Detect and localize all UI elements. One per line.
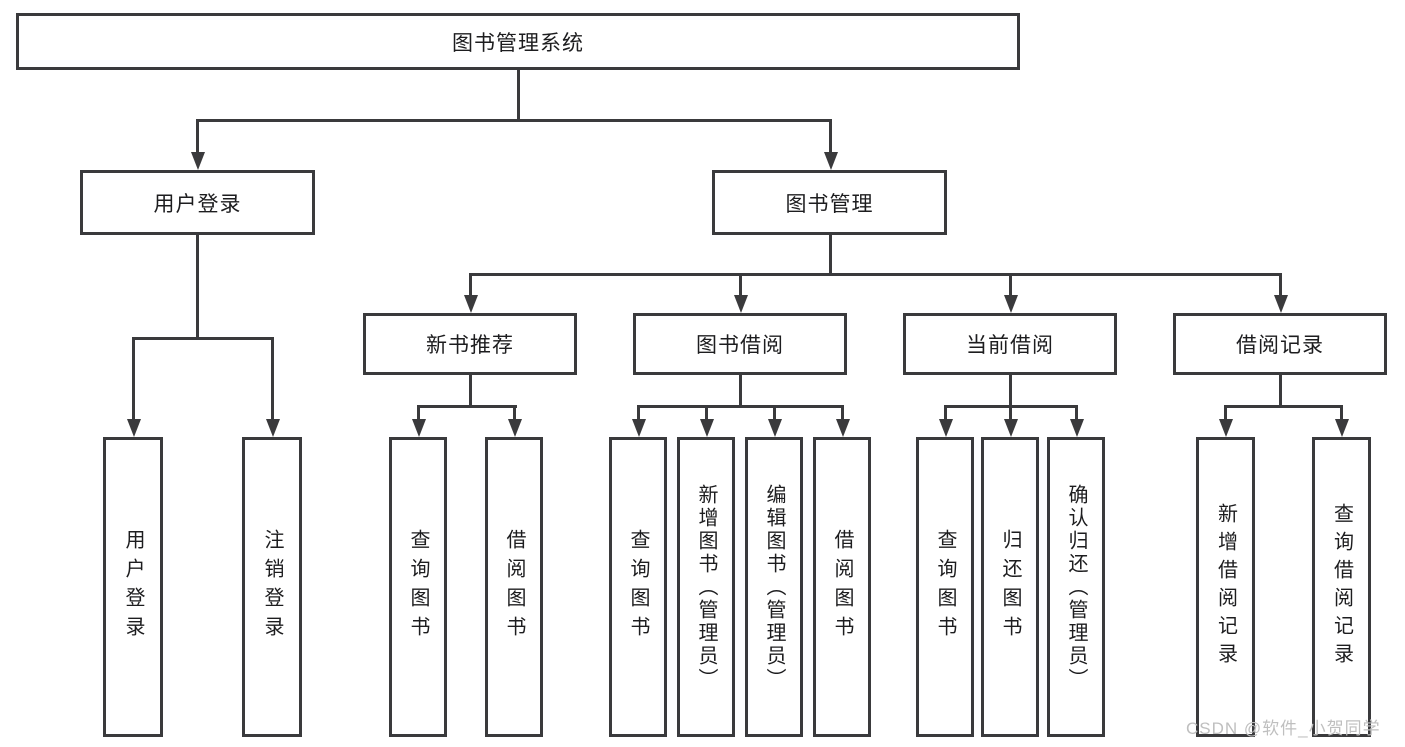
connector-line [637,405,640,421]
connector-line [196,119,199,155]
arrow-head [412,419,426,437]
connector-line [1224,405,1343,408]
connector-line [705,405,708,421]
connector-line [469,273,1282,276]
arrow-head [836,419,850,437]
arrow-head [824,152,838,170]
connector-line [829,119,832,155]
connector-line [1009,273,1012,298]
node-book-borrowing: 图书借阅 [633,313,847,375]
arrow-head [1004,295,1018,313]
arrow-head [939,419,953,437]
arrow-head [1219,419,1233,437]
node-user-login-action: 用户登录 [103,437,163,737]
node-query-book-1: 查询图书 [389,437,447,737]
connector-line [1009,405,1012,421]
node-user-login-module: 用户登录 [80,170,315,235]
node-confirm-return-admin: 确认归还（管理员） [1047,437,1105,737]
node-borrowing-records: 借阅记录 [1173,313,1387,375]
node-new-book-recommendation: 新书推荐 [363,313,577,375]
node-edit-book-admin: 编辑图书（管理员） [745,437,803,737]
node-add-borrow-record: 新增借阅记录 [1196,437,1255,737]
arrow-head [1004,419,1018,437]
node-return-book: 归还图书 [981,437,1039,737]
connector-line [1279,273,1282,298]
arrow-head [768,419,782,437]
connector-line [196,119,832,122]
connector-line [469,273,472,298]
arrow-head [266,419,280,437]
node-query-book-2: 查询图书 [609,437,667,737]
connector-line [739,375,742,405]
node-borrow-book-1: 借阅图书 [485,437,543,737]
connector-line [841,405,844,421]
connector-line [944,405,947,421]
connector-line [417,405,420,421]
arrow-head [734,295,748,313]
node-current-borrowing: 当前借阅 [903,313,1117,375]
connector-line [132,337,135,422]
arrow-head [464,295,478,313]
arrow-head [127,419,141,437]
arrow-head [191,152,205,170]
connector-line [271,337,274,422]
arrow-head [632,419,646,437]
connector-line [637,405,844,408]
connector-line [517,70,520,120]
connector-line [196,235,199,337]
node-add-book-admin: 新增图书（管理员） [677,437,735,737]
connector-line [829,235,832,273]
arrow-head [700,419,714,437]
connector-line [1009,375,1012,405]
arrow-head [1070,419,1084,437]
connector-line [469,375,472,408]
node-logout-action: 注销登录 [242,437,302,737]
arrow-head [1274,295,1288,313]
node-borrow-book-2: 借阅图书 [813,437,871,737]
connector-line [739,273,742,298]
connector-line [773,405,776,421]
connector-line [1279,375,1282,405]
arrow-head [508,419,522,437]
connector-line [513,405,516,421]
connector-line [417,405,517,408]
connector-line [1340,405,1343,421]
node-query-book-3: 查询图书 [916,437,974,737]
arrow-head [1335,419,1349,437]
node-query-borrow-record: 查询借阅记录 [1312,437,1371,737]
node-book-management-module: 图书管理 [712,170,947,235]
connector-line [132,337,274,340]
csdn-watermark: CSDN @软件_小贺同学 [1186,719,1381,738]
node-library-management-system: 图书管理系统 [16,13,1020,70]
connector-line [1075,405,1078,421]
connector-line [1224,405,1227,421]
